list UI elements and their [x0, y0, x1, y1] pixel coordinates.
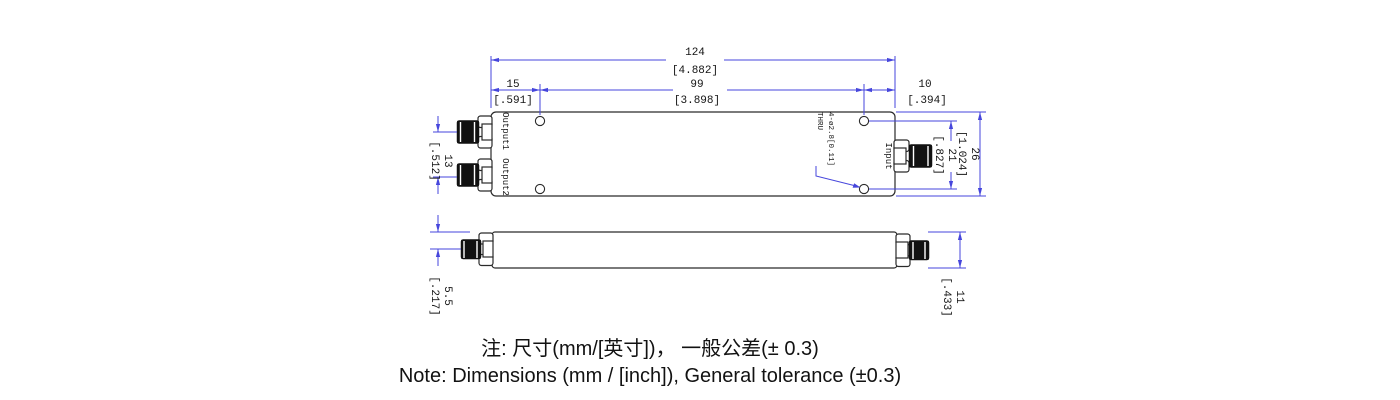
dim-arrow	[435, 177, 441, 185]
side-view	[460, 231, 930, 269]
input-connector	[893, 139, 933, 173]
dim-11-mm: 11	[953, 290, 965, 304]
hole-callout-leader	[815, 166, 855, 186]
dim-10-mm: 10	[918, 79, 931, 91]
hole-bottom-right	[858, 183, 870, 195]
connector-neck	[482, 240, 494, 258]
dim-10-inch: [.394]	[907, 95, 947, 107]
dim-26-mm: 26	[968, 147, 980, 160]
output2-label: Output2	[500, 158, 510, 196]
dim-5p5-inch: [.217]	[428, 276, 440, 316]
dim-15-mm: 15	[506, 79, 519, 91]
dim-arrow	[887, 57, 895, 63]
dim-arrow	[435, 224, 441, 232]
output1-label: Output1	[500, 112, 510, 150]
dim-124-inch: [4.882]	[672, 65, 718, 77]
dim-21-mm: 21	[945, 148, 957, 162]
dim-arrow	[491, 57, 499, 63]
connector-neck	[895, 241, 909, 259]
side-view-dimensions: 5.5 [.217] 11 [.433]	[428, 215, 966, 317]
dim-arrow	[540, 87, 548, 93]
drawing-notes: 注: 尺寸(mm/[英寸])， 一般公差(± 0.3) Note: Dimens…	[0, 336, 1300, 390]
dim-13-mm: 13	[441, 154, 453, 167]
dim-arrow	[957, 232, 963, 240]
dim-arrow	[435, 124, 441, 132]
note-line-chinese: 注: 尺寸(mm/[英寸])， 一般公差(± 0.3)	[481, 338, 819, 360]
dim-arrow	[435, 249, 441, 257]
hole-callout-text: 4-ø2.8[0.11]	[826, 112, 834, 166]
hole-top-left	[534, 115, 546, 127]
connector-neck	[893, 147, 907, 165]
dim-arrow	[977, 112, 983, 120]
top-view-dimensions: 124 [4.882] 15 [.591] 99 [3.898] 10 [.39…	[428, 47, 986, 197]
dim-99-mm: 99	[690, 79, 703, 91]
connector-nut	[908, 144, 933, 168]
connector-nut	[908, 240, 930, 261]
dim-5p5-mm: 5.5	[441, 286, 453, 306]
side-view-body	[491, 231, 898, 269]
side-left-connector	[460, 232, 494, 267]
dim-arrow	[532, 87, 540, 93]
dim-124-mm: 124	[685, 47, 705, 59]
dim-arrow	[948, 121, 954, 129]
output1-connector	[456, 115, 493, 149]
output2-connector	[456, 158, 493, 192]
hole-top-right	[858, 115, 870, 127]
note-line-english: Note: Dimensions (mm / [inch]), General …	[398, 365, 902, 387]
connector-nut	[456, 163, 480, 187]
dim-99-inch: [3.898]	[674, 95, 720, 107]
dim-arrow	[887, 87, 895, 93]
dim-21-inch: [.827]	[932, 135, 944, 175]
dim-15-inch: [.591]	[493, 95, 533, 107]
dim-11-inch: [.433]	[940, 277, 952, 317]
side-right-connector	[895, 233, 930, 268]
hole-callout-thru: THRU	[815, 112, 823, 130]
hole-bottom-left	[534, 183, 546, 195]
input-label: Input	[883, 142, 893, 169]
dim-26-inch: [1.024]	[955, 131, 967, 177]
dim-arrow	[948, 181, 954, 189]
dim-arrow	[856, 87, 864, 93]
dim-arrow	[957, 260, 963, 268]
leader-arrow	[852, 183, 861, 188]
dim-arrow	[491, 87, 499, 93]
connector-neck	[481, 166, 493, 184]
dim-13-inch: [.512]	[428, 141, 440, 181]
top-view: Output1 Output2 Input 4-ø2.8[0.11] THRU	[456, 111, 933, 197]
connector-neck	[481, 123, 493, 141]
dim-arrow	[864, 87, 872, 93]
dim-arrow	[977, 188, 983, 196]
